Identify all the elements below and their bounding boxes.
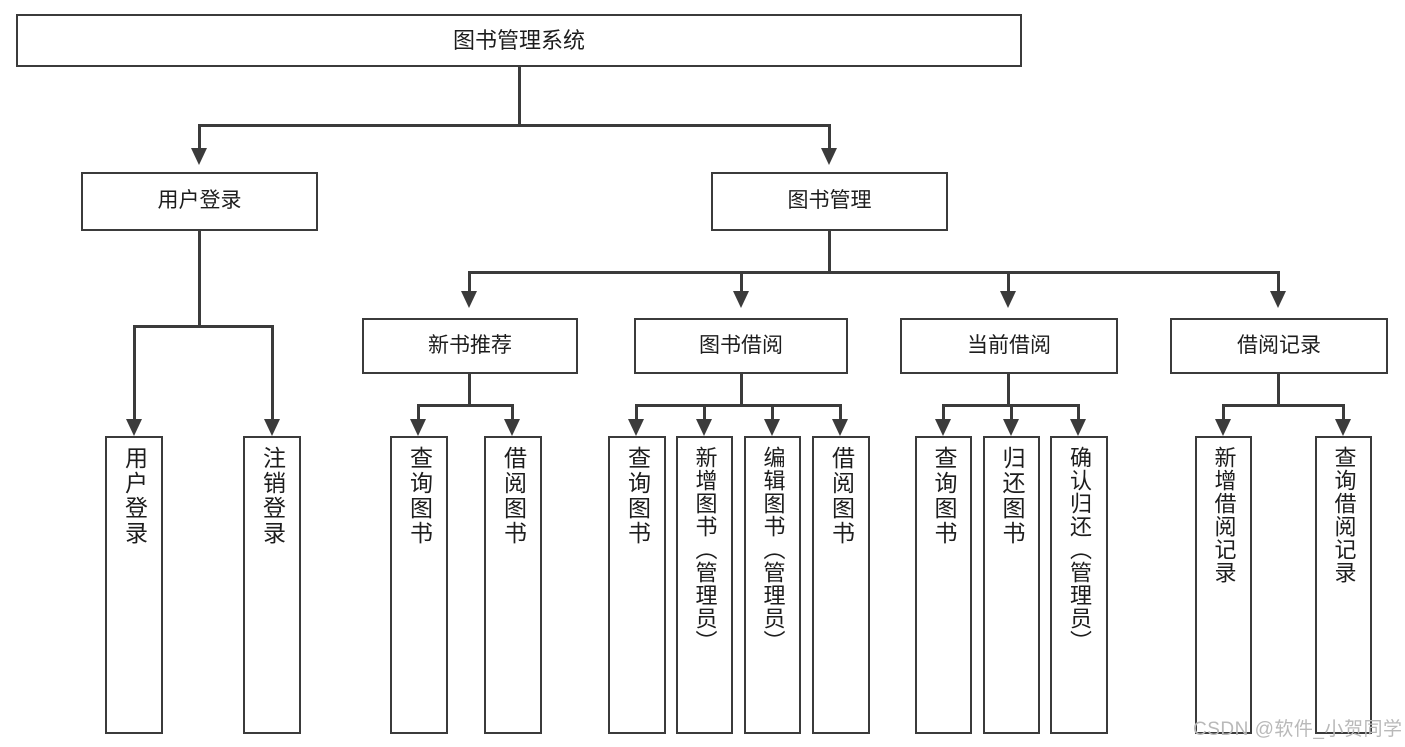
node-label: 新书推荐 xyxy=(428,333,512,357)
node-label: 图书管理 xyxy=(787,189,872,213)
connector-user-login-stem xyxy=(198,231,201,327)
leaf-book-borrow-edit-book-admin[interactable]: 编辑图书（管理员） xyxy=(744,436,801,734)
node-book-management[interactable]: 图书管理 xyxy=(711,172,948,231)
leaf-book-borrow-add-book-admin[interactable]: 新增图书（管理员） xyxy=(676,436,733,734)
leaf-current-borrow-return-book[interactable]: 归还图书 xyxy=(983,436,1040,734)
connector-new-book-bus xyxy=(417,404,513,407)
node-label: 查询图书 xyxy=(624,446,651,546)
node-label: 用户登录 xyxy=(121,446,148,546)
node-label: 查询图书 xyxy=(931,446,957,546)
arrow-new-book-leaf-1 xyxy=(410,419,426,436)
arrow-bm-to-borrow-record xyxy=(1270,291,1286,308)
node-borrow-record[interactable]: 借阅记录 xyxy=(1170,318,1388,374)
leaf-book-borrow-borrow-book[interactable]: 借阅图书 xyxy=(812,436,870,734)
node-user-login[interactable]: 用户登录 xyxy=(81,172,318,231)
arrow-current-borrow-leaf-3 xyxy=(1070,419,1086,436)
connector-user-login-drop-2 xyxy=(271,325,274,419)
arrow-root-to-user-login xyxy=(191,148,207,165)
node-label: 借阅图书 xyxy=(500,446,527,546)
leaf-book-borrow-query-book[interactable]: 查询图书 xyxy=(608,436,666,734)
connector-new-book-drop-2 xyxy=(511,404,514,419)
arrow-book-borrow-leaf-3 xyxy=(764,419,780,436)
node-label: 查询图书 xyxy=(406,446,433,546)
node-label: 用户登录 xyxy=(157,189,242,213)
node-label: 编辑图书（管理员） xyxy=(760,446,786,653)
connector-user-login-bus xyxy=(133,325,273,328)
leaf-user-login-login[interactable]: 用户登录 xyxy=(105,436,163,734)
arrow-root-to-book-management xyxy=(821,148,837,165)
leaf-user-login-logout[interactable]: 注销登录 xyxy=(243,436,301,734)
connector-bm-to-borrow-record xyxy=(1277,271,1280,291)
node-label: 新增图书（管理员） xyxy=(692,446,718,653)
leaf-current-borrow-query-book[interactable]: 查询图书 xyxy=(915,436,972,734)
connector-borrow-record-stem xyxy=(1277,374,1280,406)
arrow-user-login-leaf-1 xyxy=(126,419,142,436)
connector-book-borrow-drop-4 xyxy=(839,404,842,419)
connector-bm-to-current-borrow xyxy=(1007,271,1010,291)
node-book-borrow[interactable]: 图书借阅 xyxy=(634,318,848,374)
connector-user-login-drop-1 xyxy=(133,325,136,419)
connector-current-borrow-drop-1 xyxy=(942,404,945,419)
connector-root-to-user-login xyxy=(198,124,201,148)
leaf-borrow-record-add-record[interactable]: 新增借阅记录 xyxy=(1195,436,1252,734)
arrow-bm-to-new-book xyxy=(461,291,477,308)
connector-book-borrow-drop-3 xyxy=(771,404,774,419)
connector-root-stem xyxy=(518,67,521,125)
node-label: 图书借阅 xyxy=(699,333,783,357)
connector-book-management-stem xyxy=(828,231,831,273)
arrow-book-borrow-leaf-1 xyxy=(628,419,644,436)
arrow-bm-to-current-borrow xyxy=(1000,291,1016,308)
connector-borrow-record-drop-1 xyxy=(1222,404,1225,419)
connector-new-book-drop-1 xyxy=(417,404,420,419)
node-label: 查询借阅记录 xyxy=(1331,446,1357,584)
connector-borrow-record-bus xyxy=(1222,404,1344,407)
connector-current-borrow-drop-2 xyxy=(1010,404,1013,419)
connector-root-to-book-management xyxy=(828,124,831,148)
arrow-bm-to-book-borrow xyxy=(733,291,749,308)
connector-book-borrow-bus xyxy=(635,404,841,407)
csdn-watermark: CSDN @软件_小贺同学 xyxy=(1193,719,1403,740)
arrow-user-login-leaf-2 xyxy=(264,419,280,436)
node-label: 借阅图书 xyxy=(828,446,855,546)
leaf-new-book-query-book[interactable]: 查询图书 xyxy=(390,436,448,734)
arrow-current-borrow-leaf-2 xyxy=(1003,419,1019,436)
arrow-borrow-record-leaf-2 xyxy=(1335,419,1351,436)
connector-current-borrow-stem xyxy=(1007,374,1010,406)
node-label: 确认归还（管理员） xyxy=(1067,446,1092,653)
node-label: 当前借阅 xyxy=(967,333,1051,357)
connector-bm-to-book-borrow xyxy=(740,271,743,291)
node-root-book-management-system[interactable]: 图书管理系统 xyxy=(16,14,1022,67)
connector-borrow-record-drop-2 xyxy=(1342,404,1345,419)
node-label: 归还图书 xyxy=(999,446,1025,546)
node-label: 注销登录 xyxy=(259,446,286,546)
connector-book-management-bus xyxy=(468,271,1280,274)
leaf-current-borrow-confirm-return-admin[interactable]: 确认归还（管理员） xyxy=(1050,436,1108,734)
node-current-borrow[interactable]: 当前借阅 xyxy=(900,318,1118,374)
connector-book-borrow-stem xyxy=(740,374,743,406)
connector-book-borrow-drop-2 xyxy=(703,404,706,419)
connector-bm-to-new-book xyxy=(468,271,471,291)
connector-book-borrow-drop-1 xyxy=(635,404,638,419)
leaf-borrow-record-query-record[interactable]: 查询借阅记录 xyxy=(1315,436,1372,734)
connector-current-borrow-drop-3 xyxy=(1077,404,1080,419)
connector-new-book-stem xyxy=(468,374,471,406)
arrow-book-borrow-leaf-2 xyxy=(696,419,712,436)
connector-root-bus xyxy=(198,124,830,127)
node-label: 图书管理系统 xyxy=(452,27,585,53)
arrow-current-borrow-leaf-1 xyxy=(935,419,951,436)
arrow-new-book-leaf-2 xyxy=(504,419,520,436)
arrow-borrow-record-leaf-1 xyxy=(1215,419,1231,436)
leaf-new-book-borrow-book[interactable]: 借阅图书 xyxy=(484,436,542,734)
arrow-book-borrow-leaf-4 xyxy=(832,419,848,436)
node-new-book-recommend[interactable]: 新书推荐 xyxy=(362,318,578,374)
node-label: 新增借阅记录 xyxy=(1211,446,1237,584)
node-label: 借阅记录 xyxy=(1237,333,1321,357)
